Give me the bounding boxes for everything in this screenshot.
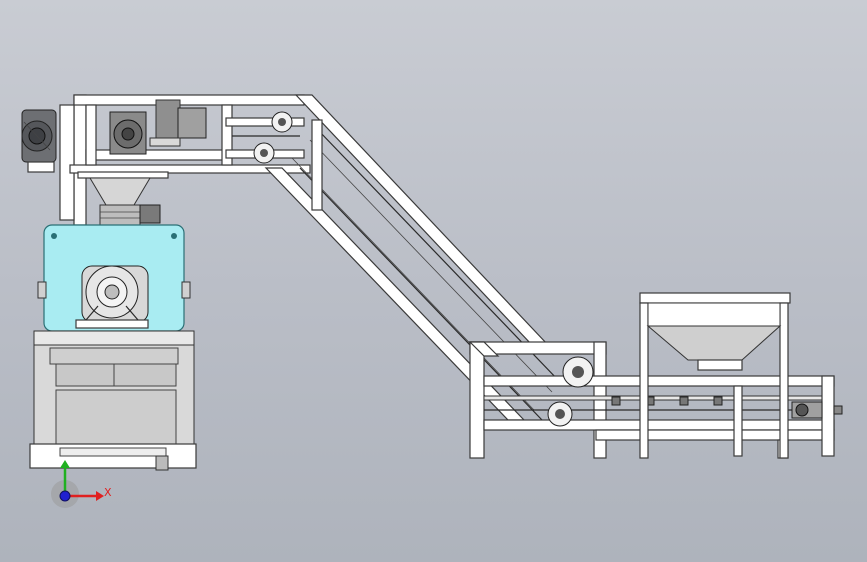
incline-conveyor <box>225 94 561 421</box>
base-cabinet <box>29 330 197 471</box>
x-axis-label: X <box>104 486 112 499</box>
lower-conveyor-frame <box>468 341 843 459</box>
motor-housing <box>37 224 191 332</box>
gearbox-motor <box>109 99 207 155</box>
discharge-hopper <box>639 292 791 459</box>
upper-frame <box>59 94 311 226</box>
coordinate-triad: X <box>51 460 112 508</box>
feed-hopper <box>77 171 169 226</box>
side-drive-motor <box>21 109 57 173</box>
